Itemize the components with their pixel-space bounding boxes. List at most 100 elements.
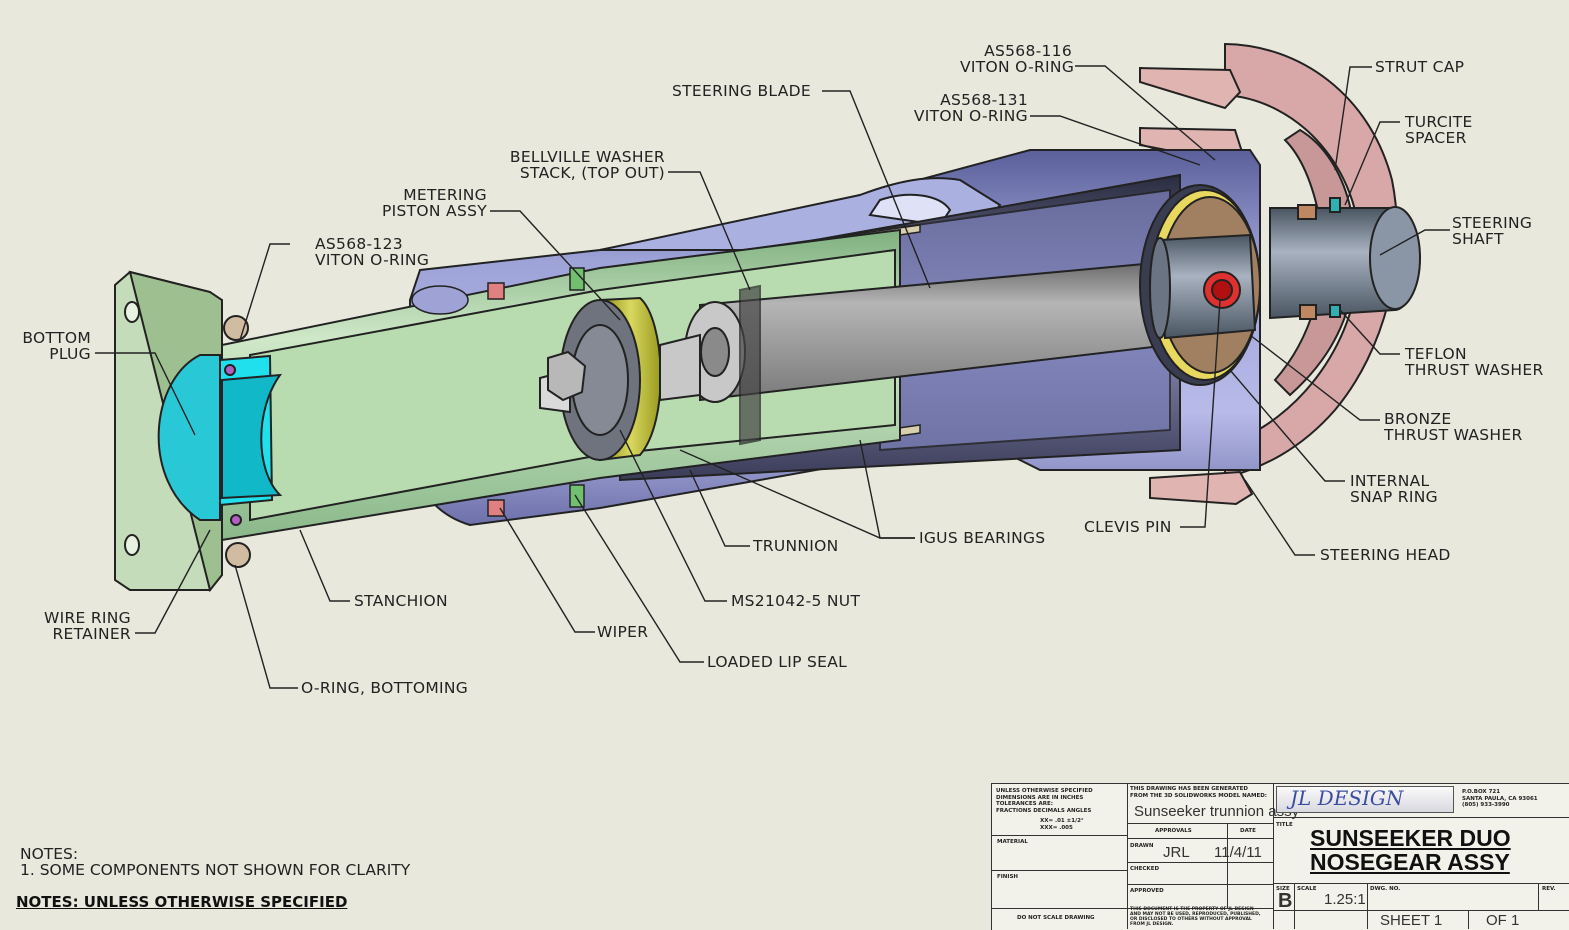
label-oring-bottoming: O-RING, BOTTOMING [301, 679, 469, 697]
label-line: VITON O-RING [315, 251, 430, 269]
tb-divider [1468, 910, 1469, 929]
label-internal-snap-ring: INTERNAL SNAP RING [1350, 473, 1438, 505]
label-line: RETAINER [52, 625, 131, 643]
tb-text: XX= .01 ±1/2° [1040, 818, 1084, 824]
label-strut-cap: STRUT CAP [1375, 58, 1465, 76]
tb-title-hdr: TITLE [1276, 822, 1293, 828]
label-line: AS568-123 [315, 235, 403, 253]
company-logo-text: JL DESIGN [1290, 786, 1404, 810]
tb-divider [1294, 883, 1295, 929]
tb-divider [1273, 783, 1274, 929]
tb-text: (805) 933-3990 [1462, 802, 1510, 808]
tb-divider [1273, 883, 1569, 884]
tb-drawn-date: 11/4/11 [1214, 844, 1262, 861]
tb-divider [991, 908, 1273, 909]
label-line: AS568-131 [940, 91, 1028, 109]
label-line: SPACER [1405, 129, 1467, 147]
tb-divider [1127, 823, 1273, 824]
tb-divider [991, 870, 1127, 871]
label-steering-blade: STEERING BLADE [672, 82, 811, 100]
label-clevis-pin: CLEVIS PIN [1084, 518, 1172, 536]
label-line: VITON O-RING [913, 107, 1028, 125]
label-line: PLUG [49, 345, 91, 363]
label-bellville-washer: BELLVILLE WASHER STACK, (TOP OUT) [495, 149, 665, 181]
tb-text: TOLERANCES ARE: [996, 801, 1053, 807]
tb-dwg-no: DWG. NO. [1370, 886, 1401, 892]
label-as568-131: AS568-131 VITON O-RING [910, 92, 1028, 124]
company-logo [1276, 786, 1454, 813]
label-line: WIRE RING [43, 609, 131, 627]
label-line: TEFLON [1405, 345, 1467, 363]
seals [411, 267, 585, 517]
steering-shaft [1269, 206, 1421, 320]
tb-drawn-hdr: DRAWN [1130, 843, 1154, 849]
label-line: BRONZE [1384, 410, 1452, 428]
tb-text: THIS DOCUMENT IS THE PROPERTY OF JL DESI… [1130, 907, 1254, 912]
tb-divider [1273, 817, 1569, 818]
tb-checked: CHECKED [1130, 866, 1160, 872]
label-line: AS568-116 [984, 42, 1072, 60]
tb-tolerances: XX= .01 ±1/2° XXX= .005 [1040, 818, 1084, 831]
tb-generated: THIS DRAWING HAS BEEN GENERATED FROM THE… [1130, 786, 1267, 799]
label-line: SHAFT [1452, 230, 1504, 248]
label-line: THRUST WASHER [1405, 361, 1544, 379]
tb-approvals: APPROVALS [1155, 828, 1192, 834]
tb-text: SANTA PAULA, CA 93061 [1462, 795, 1538, 802]
tb-text: AND MAY NOT BE USED, REPRODUCED, PUBLISH… [1130, 912, 1261, 917]
label-teflon-thrust-washer: TEFLON THRUST WASHER [1405, 346, 1544, 378]
tb-divider [1127, 862, 1273, 863]
label-metering-piston: METERING PISTON ASSY [365, 187, 487, 219]
notes-item: 1. SOME COMPONENTS NOT SHOWN FOR CLARITY [20, 861, 411, 879]
tb-drawn-by: JRL [1163, 844, 1190, 861]
tb-divider [1538, 883, 1539, 910]
tb-text: OR DISCLOSED TO OTHERS WITHOUT APPROVAL [1130, 917, 1252, 922]
label-as568-116: AS568-116 VITON O-RING [960, 42, 1075, 76]
tb-text: P.O.BOX 721 [1462, 789, 1501, 795]
thrust-washers [1139, 184, 1341, 386]
tb-divider [1127, 884, 1273, 885]
drawing-title: SUNSEEKER DUO NOSEGEAR ASSY [1310, 826, 1511, 874]
tb-text: THIS DRAWING HAS BEEN GENERATED [1130, 786, 1248, 792]
tb-property: THIS DOCUMENT IS THE PROPERTY OF JL DESI… [1130, 907, 1261, 927]
tb-approved: APPROVED [1130, 888, 1164, 894]
label-steering-shaft: STEERING SHAFT [1452, 215, 1532, 247]
tb-model-name: Sunseeker trunnion assy [1134, 803, 1300, 820]
label-line: STEERING [1452, 214, 1533, 232]
label-bronze-thrust-washer: BRONZE THRUST WASHER [1384, 411, 1523, 443]
label-line: METERING [403, 186, 487, 204]
drawing-title-line: SUNSEEKER DUO [1310, 825, 1511, 851]
label-line: BOTTOM [22, 329, 91, 347]
label-line: STACK, (TOP OUT) [519, 164, 665, 182]
label-steering-head: STEERING HEAD [1320, 546, 1451, 564]
tb-unless-block: UNLESS OTHERWISE SPECIFIED DIMENSIONS AR… [996, 788, 1093, 814]
tb-size: B [1278, 890, 1293, 912]
label-igus-bearings: IGUS BEARINGS [919, 529, 1046, 547]
tb-do-not-scale: DO NOT SCALE DRAWING [1017, 915, 1095, 921]
label-ms21042-nut: MS21042-5 NUT [731, 592, 861, 610]
drawing-title-line: NOSEGEAR ASSY [1310, 849, 1510, 875]
label-stanchion: STANCHION [354, 592, 448, 610]
tb-divider [991, 835, 1127, 836]
label-turcite-spacer: TURCITE SPACER [1405, 114, 1473, 146]
tb-address: P.O.BOX 721 SANTA PAULA, CA 93061 (805) … [1462, 789, 1538, 809]
tb-scale-hdr: SCALE [1297, 886, 1317, 892]
label-line: SNAP RING [1350, 488, 1438, 506]
label-line: TURCITE [1405, 113, 1473, 131]
label-line: BELLVILLE WASHER [509, 148, 665, 166]
label-wire-ring-retainer: WIRE RING RETAINER [20, 610, 131, 642]
notes-unless-otherwise: NOTES: UNLESS OTHERWISE SPECIFIED [16, 893, 348, 911]
label-trunnion: TRUNNION [753, 537, 839, 555]
tb-divider [1127, 783, 1128, 929]
notes-block: NOTES: 1. SOME COMPONENTS NOT SHOWN FOR … [20, 846, 410, 878]
leader-lines [95, 65, 1450, 689]
tb-text: FROM JL DESIGN. [1130, 922, 1174, 927]
label-line: INTERNAL [1350, 472, 1430, 490]
tb-finish: FINISH [997, 874, 1019, 880]
tb-text: UNLESS OTHERWISE SPECIFIED [996, 788, 1093, 794]
notes-heading: NOTES: [20, 845, 79, 863]
label-line: PISTON ASSY [382, 202, 487, 220]
label-line: VITON O-RING [960, 58, 1075, 76]
label-as568-123: AS568-123 VITON O-RING [315, 236, 429, 268]
label-wiper: WIPER [597, 623, 649, 641]
bottom-plug [114, 270, 283, 593]
